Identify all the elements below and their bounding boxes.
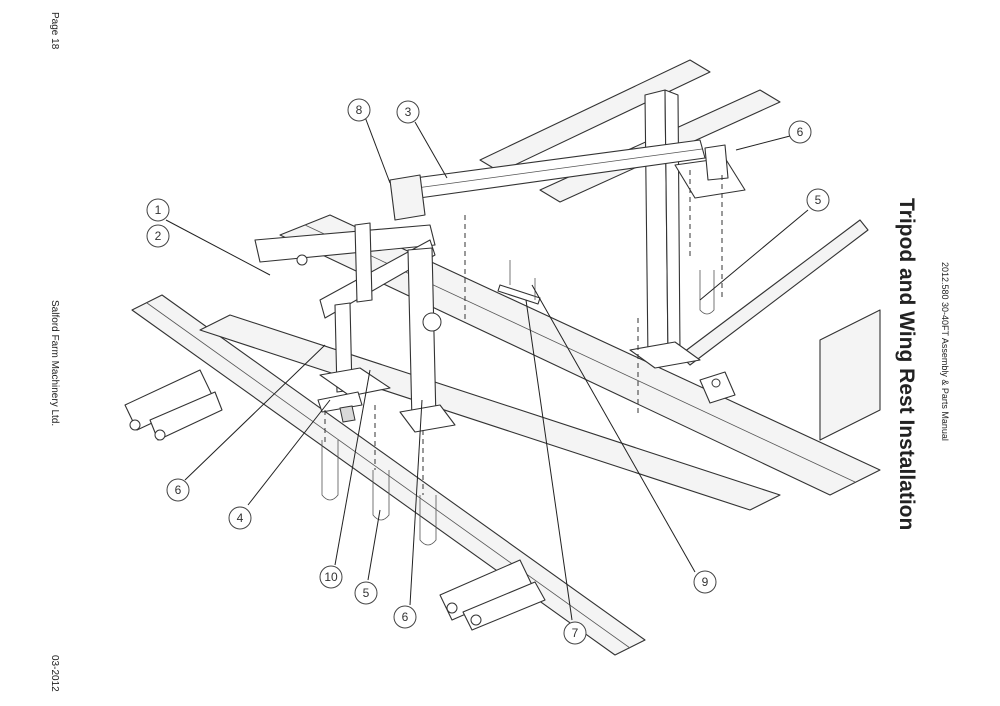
callout-7: 7	[563, 621, 587, 645]
callout-1: 1	[146, 198, 170, 222]
assembly-lines	[324, 170, 723, 495]
hitch-pedestal	[699, 371, 736, 404]
callout-9: 9	[693, 570, 717, 594]
callout-3: 3	[396, 100, 420, 124]
svg-text:3: 3	[405, 105, 412, 119]
svg-text:6: 6	[402, 610, 409, 624]
callout-2: 2	[146, 224, 170, 248]
callout-5-bottom: 5	[354, 581, 378, 605]
svg-text:9: 9	[702, 575, 709, 589]
svg-text:6: 6	[175, 483, 182, 497]
callout-4: 4	[228, 506, 252, 530]
callout-10: 10	[319, 565, 343, 589]
callout-6-left: 6	[166, 478, 190, 502]
wing-rest-bracket	[317, 391, 363, 423]
tripod-frame	[254, 222, 442, 423]
tripod-upright	[644, 89, 681, 361]
callout-8: 8	[347, 98, 371, 122]
pins	[497, 260, 541, 305]
svg-text:10: 10	[324, 570, 338, 584]
svg-text:2: 2	[155, 229, 162, 243]
u-bolts	[321, 270, 715, 546]
svg-text:5: 5	[815, 193, 822, 207]
svg-text:4: 4	[237, 511, 244, 525]
callout-5-right: 5	[806, 188, 830, 212]
svg-text:6: 6	[797, 125, 804, 139]
svg-text:8: 8	[356, 103, 363, 117]
hitch-clevises	[124, 369, 546, 631]
svg-text:5: 5	[363, 586, 370, 600]
base-plates	[319, 341, 701, 433]
callout-6-bottom: 6	[393, 605, 417, 629]
tripod-brace	[389, 139, 706, 221]
leader-lines	[165, 116, 809, 621]
top-bracket-plate	[674, 144, 746, 199]
svg-text:7: 7	[572, 626, 579, 640]
callout-6-top: 6	[788, 120, 812, 144]
svg-text:1: 1	[155, 203, 162, 217]
